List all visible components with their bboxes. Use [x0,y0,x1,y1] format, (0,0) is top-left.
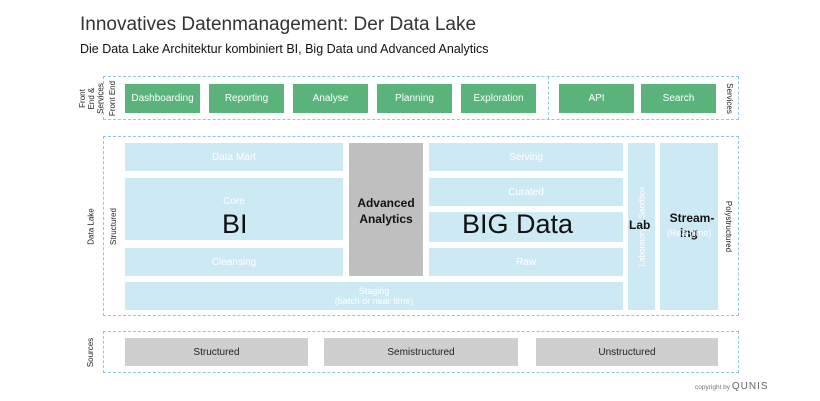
service-api-button[interactable]: API [559,84,634,113]
front-end-exploration-button[interactable]: Exploration [461,84,536,113]
bi-label: BI [222,209,248,239]
sources-label: Sources [86,337,96,367]
qunis-logo: QUNIS [731,381,769,392]
source-semistructured-block: Semistructured [324,338,518,366]
big-data-block [429,212,623,242]
source-structured-block: Structured [125,338,308,366]
structured-label: Structured [108,207,118,245]
streaming-label: Stream- ing [669,211,715,240]
page-subtitle: Die Data Lake Architektur kombiniert BI,… [80,42,489,56]
big-data-label: BIG Data [462,209,574,239]
serving-block: Serving [429,143,623,171]
sources-container [103,331,739,373]
polystructured-label: Polystructured [724,200,734,252]
source-unstructured-block: Unstructured [536,338,718,366]
front-end-planning-button[interactable]: Planning [377,84,452,113]
advanced-label: Advanced [357,196,415,210]
core-label: Core [223,196,245,207]
front-end-analyse-button[interactable]: Analyse [293,84,368,113]
lab-label: Lab [629,218,651,232]
services-divider [548,76,549,120]
advanced-analytics-block: Advanced Analytics [349,143,423,276]
service-search-button[interactable]: Search [641,84,716,113]
front-end-services-label: Front End & Services [77,82,105,114]
data-lake-label: Data Lake [86,207,96,245]
staging-block: Staging (batch or near time) [125,282,623,310]
raw-block: Raw [429,248,623,276]
lab-block: Laboratory & Sandbox [628,143,655,310]
front-end-dashboarding-button[interactable]: Dashboarding [125,84,200,113]
analytics-label: Analytics [359,212,413,226]
realtime-label: (Real-time) [666,228,712,238]
front-end-reporting-button[interactable]: Reporting [209,84,284,113]
staging-sub-label: (batch or near time) [334,296,414,306]
front-end-label: Front End [108,80,118,116]
cleansing-block: Cleansing [125,248,343,276]
front-end-services-container [103,76,739,120]
data-mart-block: Data Mart [125,143,343,171]
data-lake-container [103,136,739,316]
streaming-block [660,143,718,310]
staging-label: Staging [358,286,390,296]
curated-block: Curated [429,178,623,206]
page-title: Innovatives Datenmanagement: Der Data La… [80,14,477,35]
copyright: copyright by QUNIS [695,381,769,392]
core-block: Core [125,178,343,240]
services-label: Services [724,82,734,114]
